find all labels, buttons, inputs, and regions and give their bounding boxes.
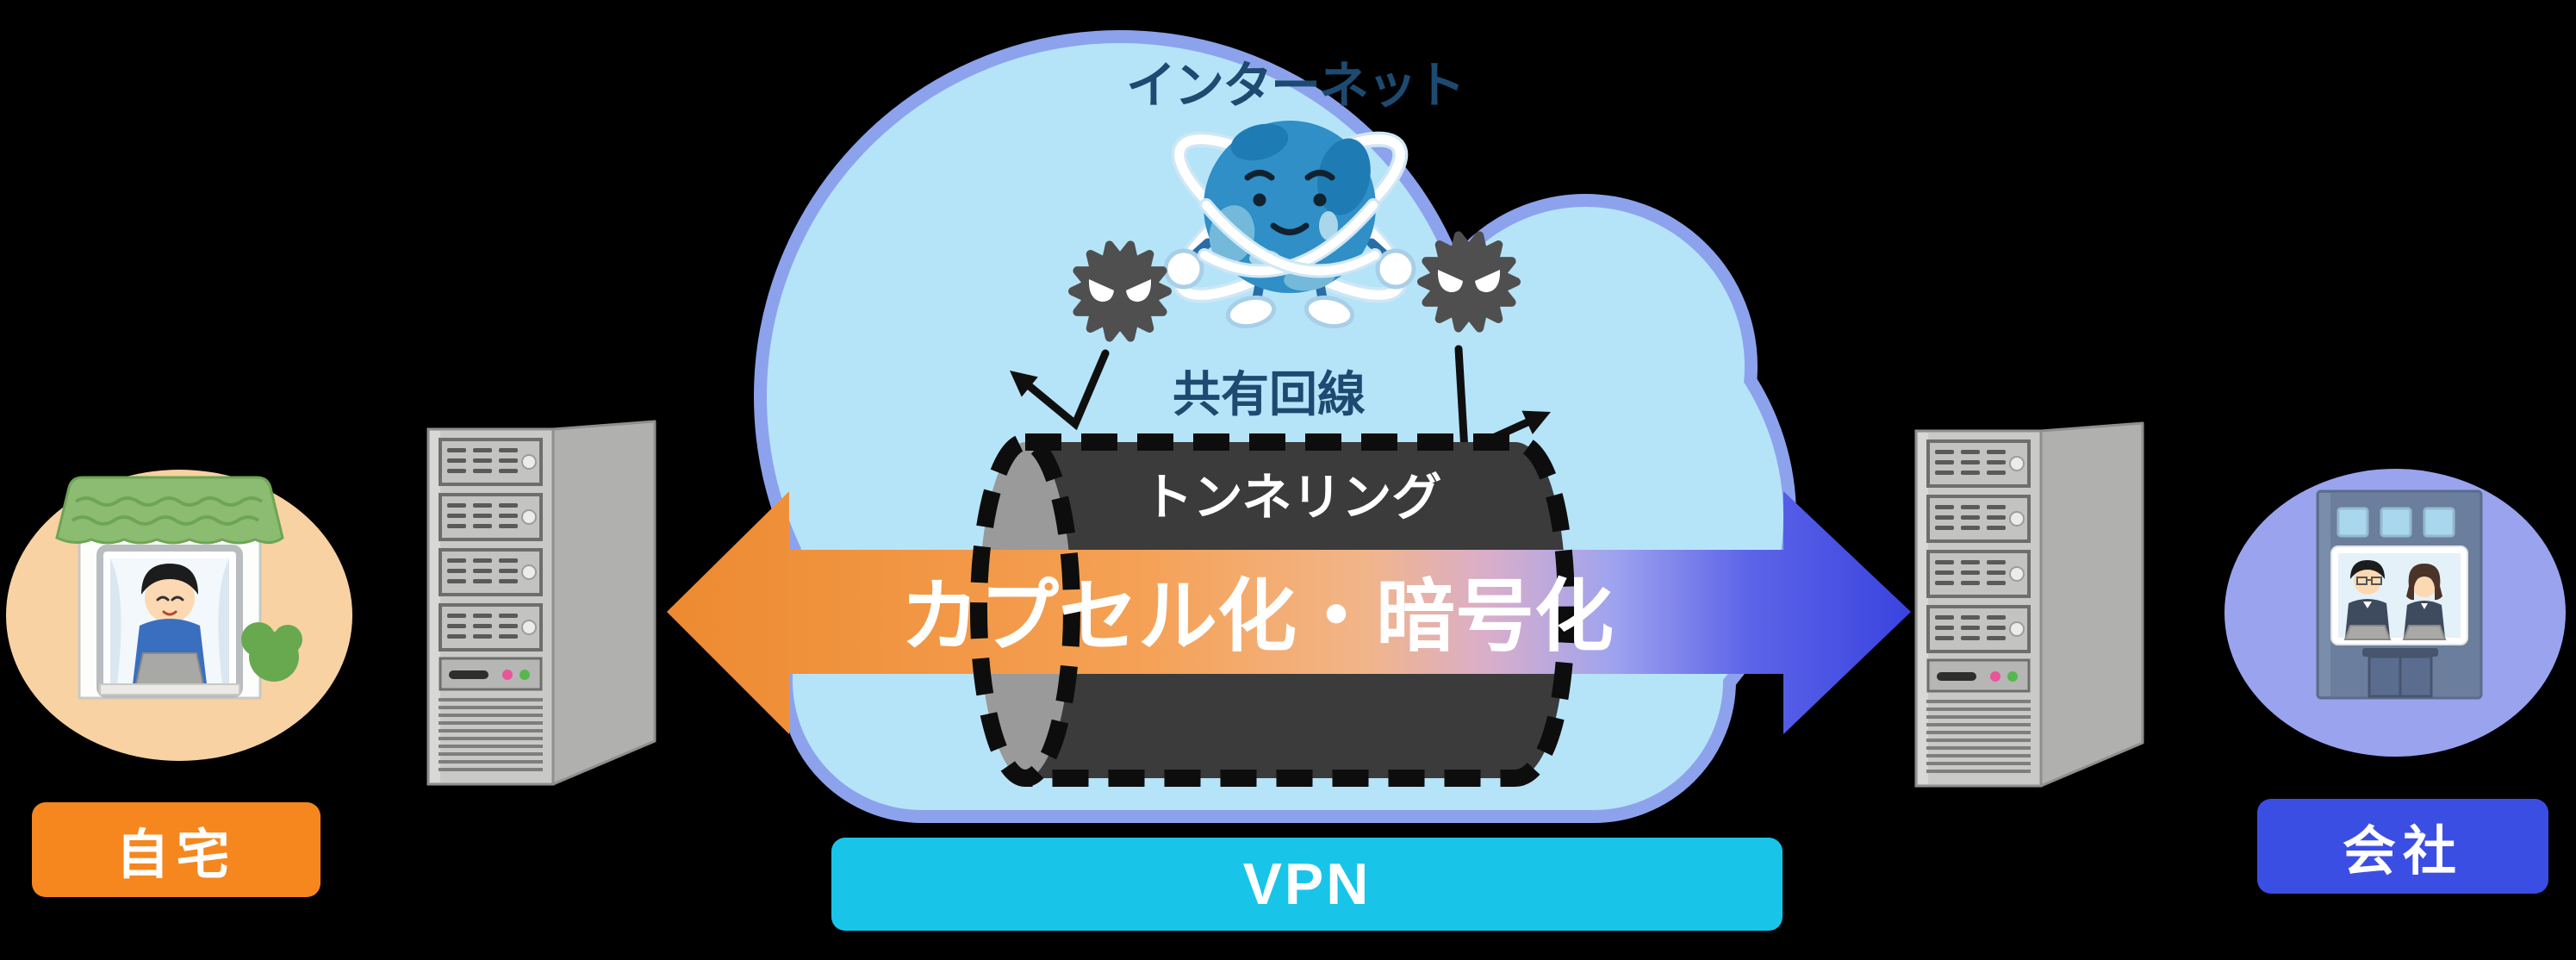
internet-label: インターネット [1125,58,1465,114]
globe-shoe [1225,295,1277,329]
company-badge: 会社 [2257,799,2548,894]
globe-face [1244,170,1335,235]
encapsulation-label: カプセル化・暗号化 [899,573,1615,661]
office-worker-male [2343,560,2392,640]
company-badge-label: 会社 [2342,822,2463,882]
bush-icon [241,622,302,682]
vpn-badge-label: VPN [1242,851,1372,917]
globe-mitten [1375,248,1416,290]
laptop-icon [134,652,205,685]
office-worker-female [2402,564,2447,640]
globe-shoe [1304,295,1355,329]
house-roof [55,476,284,545]
home-server-icon [428,421,655,784]
home-icon [6,470,352,761]
bent-arrow-left-icon [1010,349,1110,431]
home-worker [133,564,207,685]
home-badge: 自宅 [32,802,320,897]
company-building-icon [2224,469,2566,757]
shared-line-label: 共有回線 [1173,367,1366,421]
home-badge-label: 自宅 [115,826,237,885]
vpn-badge: VPN [831,838,1783,931]
globe-character-icon [1163,121,1416,329]
tunnel-dashed-outline [970,433,1576,787]
company-server-icon [1916,423,2143,786]
tunneling-label: トンネリング [1142,470,1442,526]
globe-mitten [1163,248,1204,290]
